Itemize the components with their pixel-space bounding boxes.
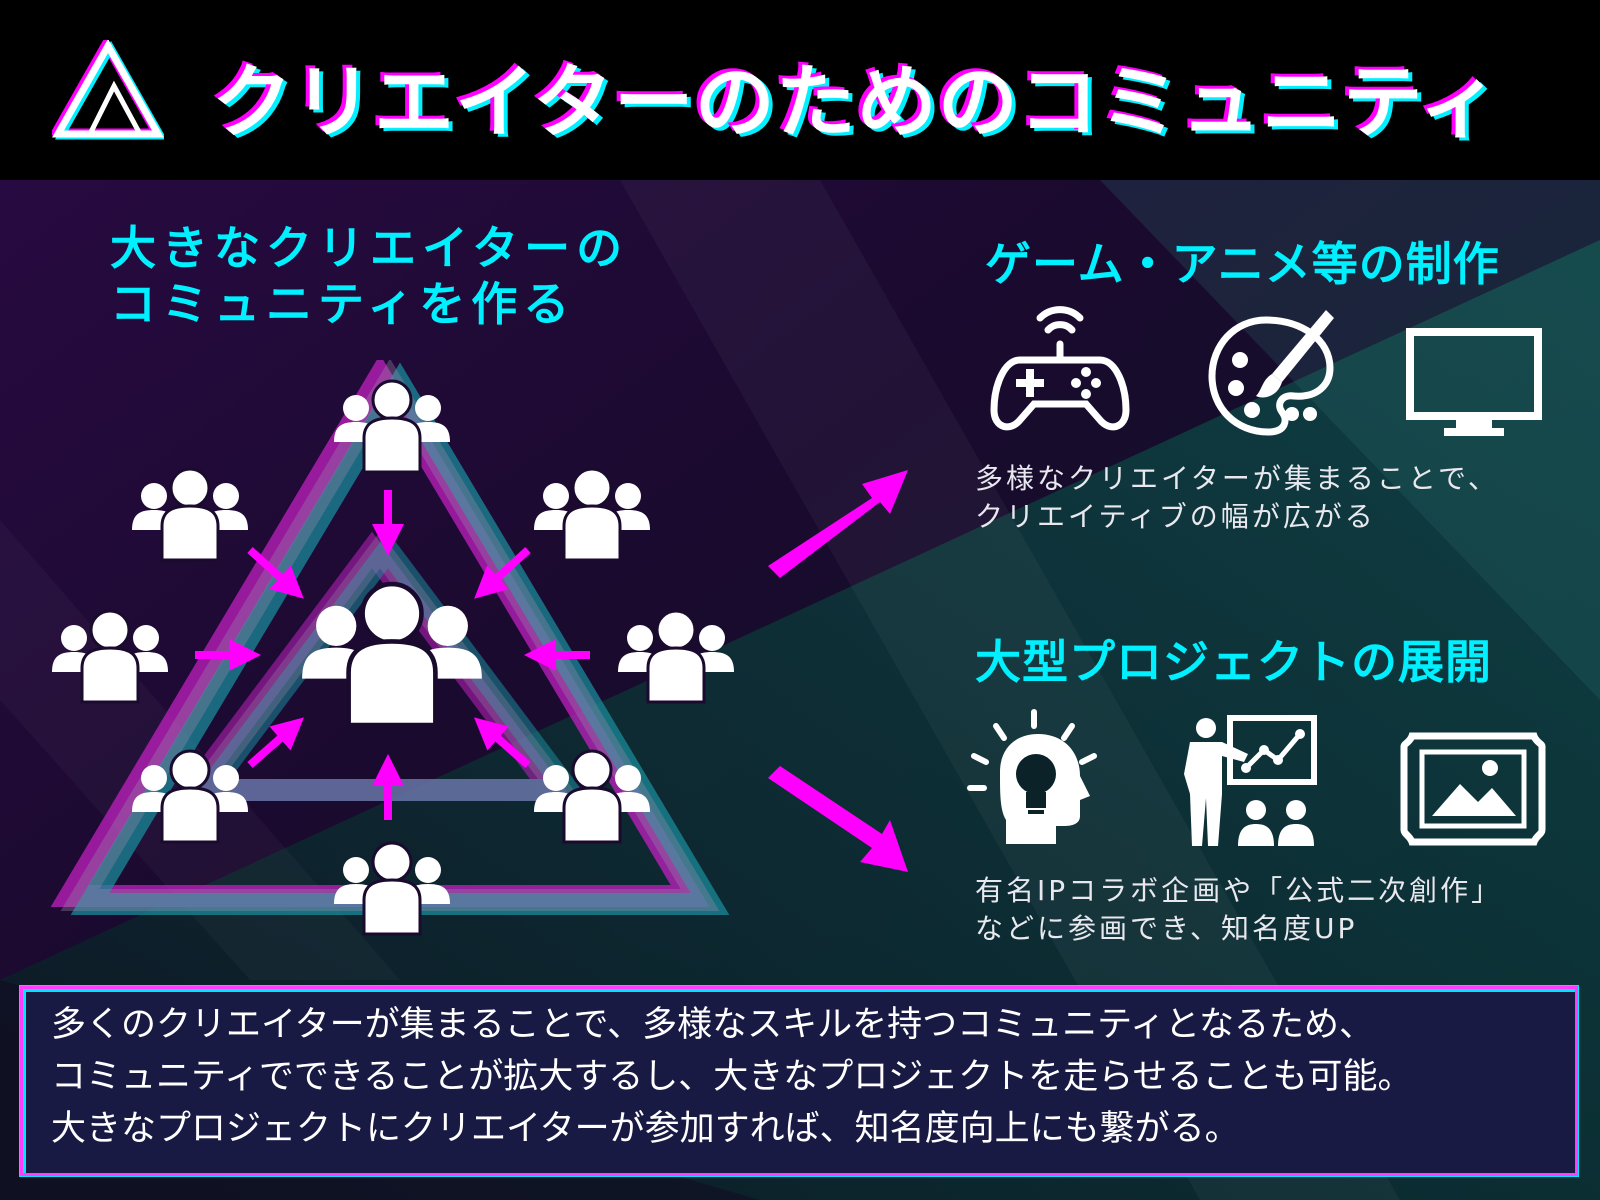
section2-heading: 大型プロジェクトの展開 [975, 635, 1492, 689]
summary-line1: 多くのクリエイターが集まることで、多様なスキルを持つコミュニティとなるため、 [51, 1005, 1375, 1045]
section1-desc-line2: クリエイティブの幅が広がる [975, 500, 1376, 533]
arrow-lower-right [473, 717, 531, 769]
arrow-upper-right [474, 547, 531, 599]
palette-icon [1208, 310, 1334, 436]
presenter-icon [1184, 715, 1317, 846]
summary-text: 多くのクリエイターが集まることで、多様なスキルを持つコミュニティとなるため、 コ… [51, 999, 1413, 1155]
summary-line2: コミュニティでできることが拡大するし、大きなプロジェクトを走らせることも可能。 [51, 1057, 1413, 1097]
section2-desc-line2: などに参画でき、知名度UP [975, 912, 1358, 945]
section1-heading: ゲーム・アニメ等の制作 [985, 237, 1500, 291]
summary-line3: 大きなプロジェクトにクリエイターが参加すれば、知名度向上にも繋がる。 [51, 1109, 1240, 1149]
idea-head-icon [967, 709, 1097, 844]
monitor-icon [1406, 328, 1542, 436]
arrow-to-section2 [768, 766, 908, 872]
arrow-to-section1 [768, 470, 908, 578]
framed-picture-icon [1400, 732, 1546, 846]
logo-triangle-icon [52, 40, 164, 140]
arrow-lower-left [247, 717, 305, 769]
left-heading: 大きなクリエイターの コミュニティを作る [110, 220, 628, 332]
section1-description: 多様なクリエイターが集まることで、 クリエイティブの幅が広がる [975, 460, 1499, 536]
gamepad-icon [990, 306, 1130, 431]
section1-desc-line1: 多様なクリエイターが集まることで、 [975, 462, 1499, 495]
section2-description: 有名IPコラボ企画や「公式二次創作」 などに参画でき、知名度UP [975, 872, 1502, 948]
summary-box: 多くのクリエイターが集まることで、多様なスキルを持つコミュニティとなるため、 コ… [20, 986, 1578, 1176]
page-title: クリエイターのためのコミュニティ [212, 56, 1500, 149]
left-heading-line1: 大きなクリエイターの [110, 221, 629, 275]
section2-desc-line1: 有名IPコラボ企画や「公式二次創作」 [975, 874, 1503, 907]
arrow-upper-left [247, 547, 304, 599]
community-diagram [50, 360, 736, 936]
left-heading-line2: コミュニティを作る [110, 277, 576, 331]
header-bar: クリエイターのためのコミュニティ [0, 0, 1600, 180]
